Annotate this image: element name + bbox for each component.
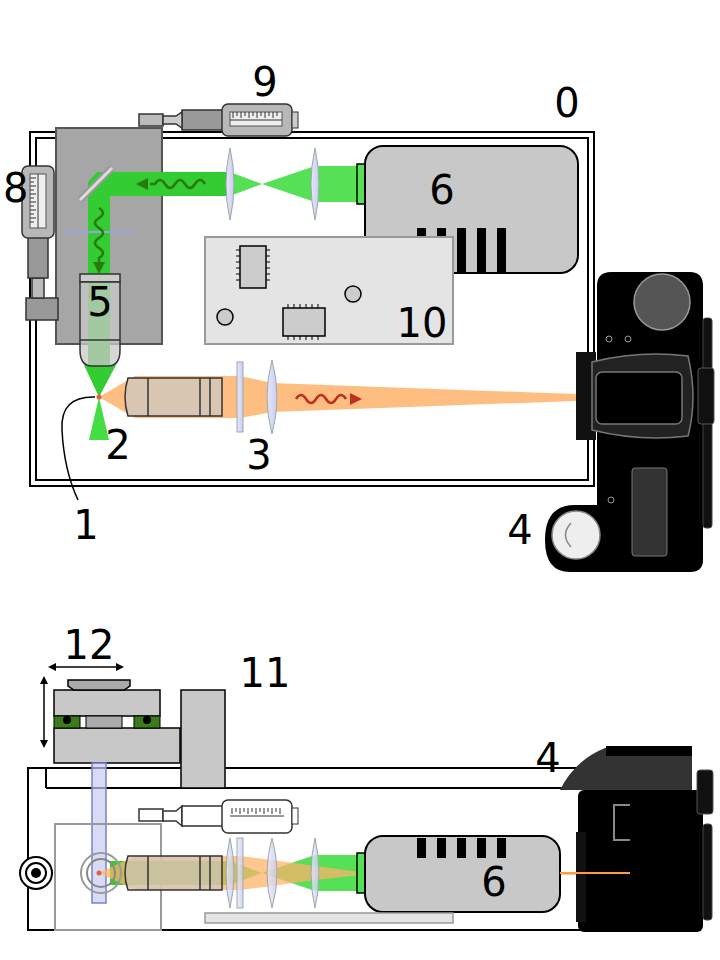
callout-number: 12 [64,625,115,665]
callout-number: 4 [507,510,532,550]
callout-number: 9 [252,62,277,102]
callout-number: 5 [87,282,112,322]
callout-number: 2 [105,425,130,465]
callout-number: 6 [429,170,454,210]
callout-number: 10 [397,303,448,343]
callout-number: 6 [481,862,506,902]
callout-number: 11 [240,653,291,693]
callout-number: 3 [246,435,271,475]
callout-number: 4 [535,738,560,778]
callout-number: 1 [73,505,98,545]
callout-number: 0 [554,83,579,123]
callout-number: 8 [3,168,28,208]
